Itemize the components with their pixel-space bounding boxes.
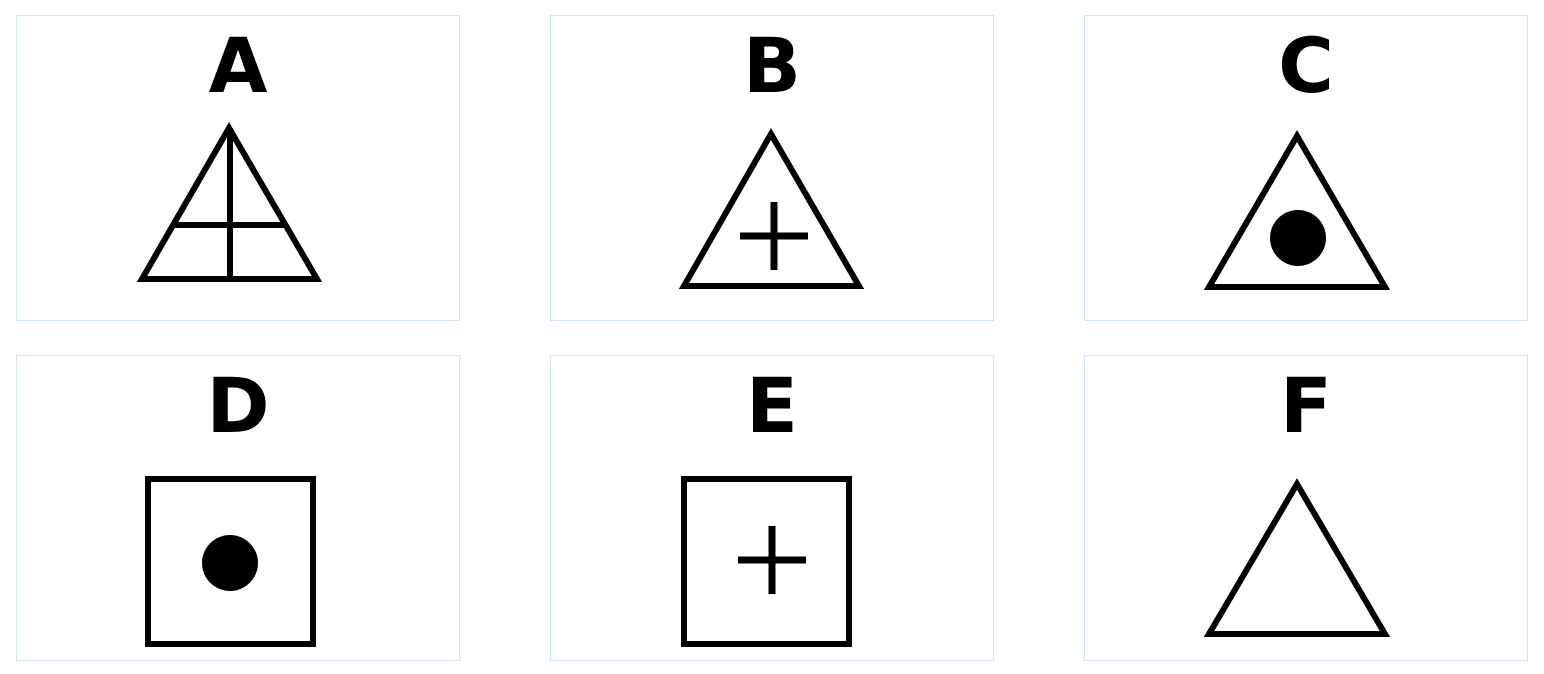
triangle-with-plus-figure — [678, 127, 865, 289]
option-label-f: F — [1280, 361, 1332, 450]
option-card-d[interactable]: D — [16, 355, 460, 661]
triangle-with-cross-lines-figure — [136, 122, 323, 282]
option-card-a[interactable]: A — [16, 15, 460, 321]
triangle-with-dot-figure — [1203, 130, 1391, 290]
option-card-b[interactable]: B — [550, 15, 994, 321]
option-label-e: E — [746, 361, 798, 450]
square-with-plus-figure — [681, 476, 852, 647]
option-label-b: B — [743, 21, 801, 110]
option-card-c[interactable]: C — [1084, 15, 1528, 321]
plain-triangle-figure — [1203, 478, 1391, 637]
option-label-a: A — [208, 21, 268, 110]
option-label-c: C — [1278, 21, 1334, 110]
option-card-e[interactable]: E — [550, 355, 994, 661]
square-with-dot-figure — [145, 476, 316, 647]
option-label-d: D — [206, 361, 270, 450]
option-card-f[interactable]: F — [1084, 355, 1528, 661]
